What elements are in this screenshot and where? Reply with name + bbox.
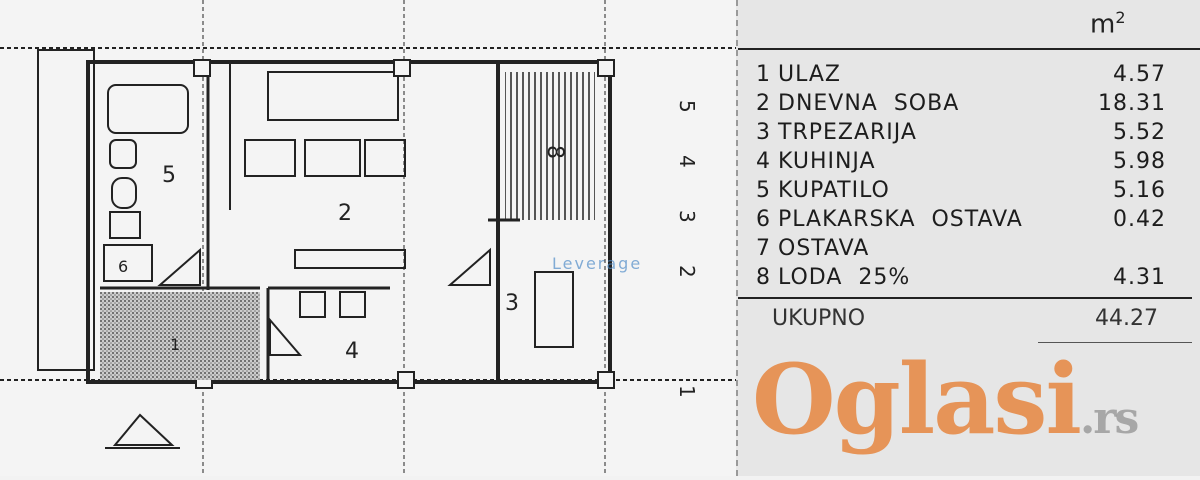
table-row: 2 DNEVNA SOBA 18.31 [756,91,1166,119]
divider [1038,342,1192,343]
room-number: 6 [756,207,771,232]
room-area [1076,236,1166,264]
floor-plan: 5 6 2 8 3 4 1 5 4 3 2 1 [0,0,740,476]
floor-plan-drawing: 5 6 2 8 3 4 1 5 4 3 2 1 [0,0,740,476]
dimension-label: 5 [675,100,699,113]
room-name: KUPATILO [778,178,890,203]
divider [738,48,1200,50]
leverage-watermark: Leverage [552,254,643,273]
room-name: PLAKARSKA OSTAVA [778,207,1023,232]
entrance-area [100,292,260,380]
table-row: 8 LODA 25% 4.31 [756,265,1166,293]
table-row: 7 OSTAVA [756,236,1166,264]
watermark-suffix: .rs [1079,393,1139,444]
room-label-1: 1 [170,335,180,354]
room-label-8: 8 [542,145,567,159]
unit-label: m [1090,9,1116,40]
table-row: 6 PLAKARSKA OSTAVA 0.42 [756,207,1166,235]
room-area: 4.31 [1113,265,1166,290]
room-name: OSTAVA [778,236,870,261]
room-number: 4 [756,149,771,174]
table-row: 3 TRPEZARIJA 5.52 [756,120,1166,148]
room-label-4: 4 [345,339,359,364]
total-label: UKUPNO [772,306,866,331]
room-number: 3 [756,120,771,145]
oglasi-watermark: Oglasi.rs [752,352,1139,448]
room-area: 5.16 [1113,178,1166,203]
room-label-2: 2 [338,201,352,226]
room-number: 2 [756,91,771,116]
dimension-label: 1 [675,385,699,398]
room-area: 4.57 [1113,62,1166,87]
room-area: 0.42 [1113,207,1166,232]
room-number: 1 [756,62,771,87]
divider [738,297,1192,299]
room-name: TRPEZARIJA [778,120,917,145]
room-name: KUHINJA [778,149,876,174]
loggia-hatch [505,72,595,220]
watermark-main: Oglasi [752,343,1082,456]
room-area: 18.31 [1098,91,1166,116]
dimension-label: 2 [675,265,699,278]
unit-power: 2 [1115,8,1126,27]
room-label-3: 3 [505,291,519,316]
room-area: 5.52 [1113,120,1166,145]
table-row: 5 KUPATILO 5.16 [756,178,1166,206]
room-name: LODA 25% [778,265,911,290]
unit-header: m2 [1090,8,1126,40]
room-number: 8 [756,265,771,290]
dimension-label: 3 [675,210,699,223]
room-label-5: 5 [162,163,176,188]
room-name: DNEVNA SOBA [778,91,960,116]
room-label-6: 6 [118,257,128,276]
dimension-label: 4 [675,155,699,168]
table-row: 4 KUHINJA 5.98 [756,149,1166,177]
total-area: 44.27 [1095,306,1158,331]
total-row: UKUPNO 44.27 [758,306,1158,331]
room-area: 5.98 [1113,149,1166,174]
room-number: 7 [756,236,771,261]
room-number: 5 [756,178,771,203]
room-name: ULAZ [778,62,841,87]
table-row: 1 ULAZ 4.57 [756,62,1166,90]
